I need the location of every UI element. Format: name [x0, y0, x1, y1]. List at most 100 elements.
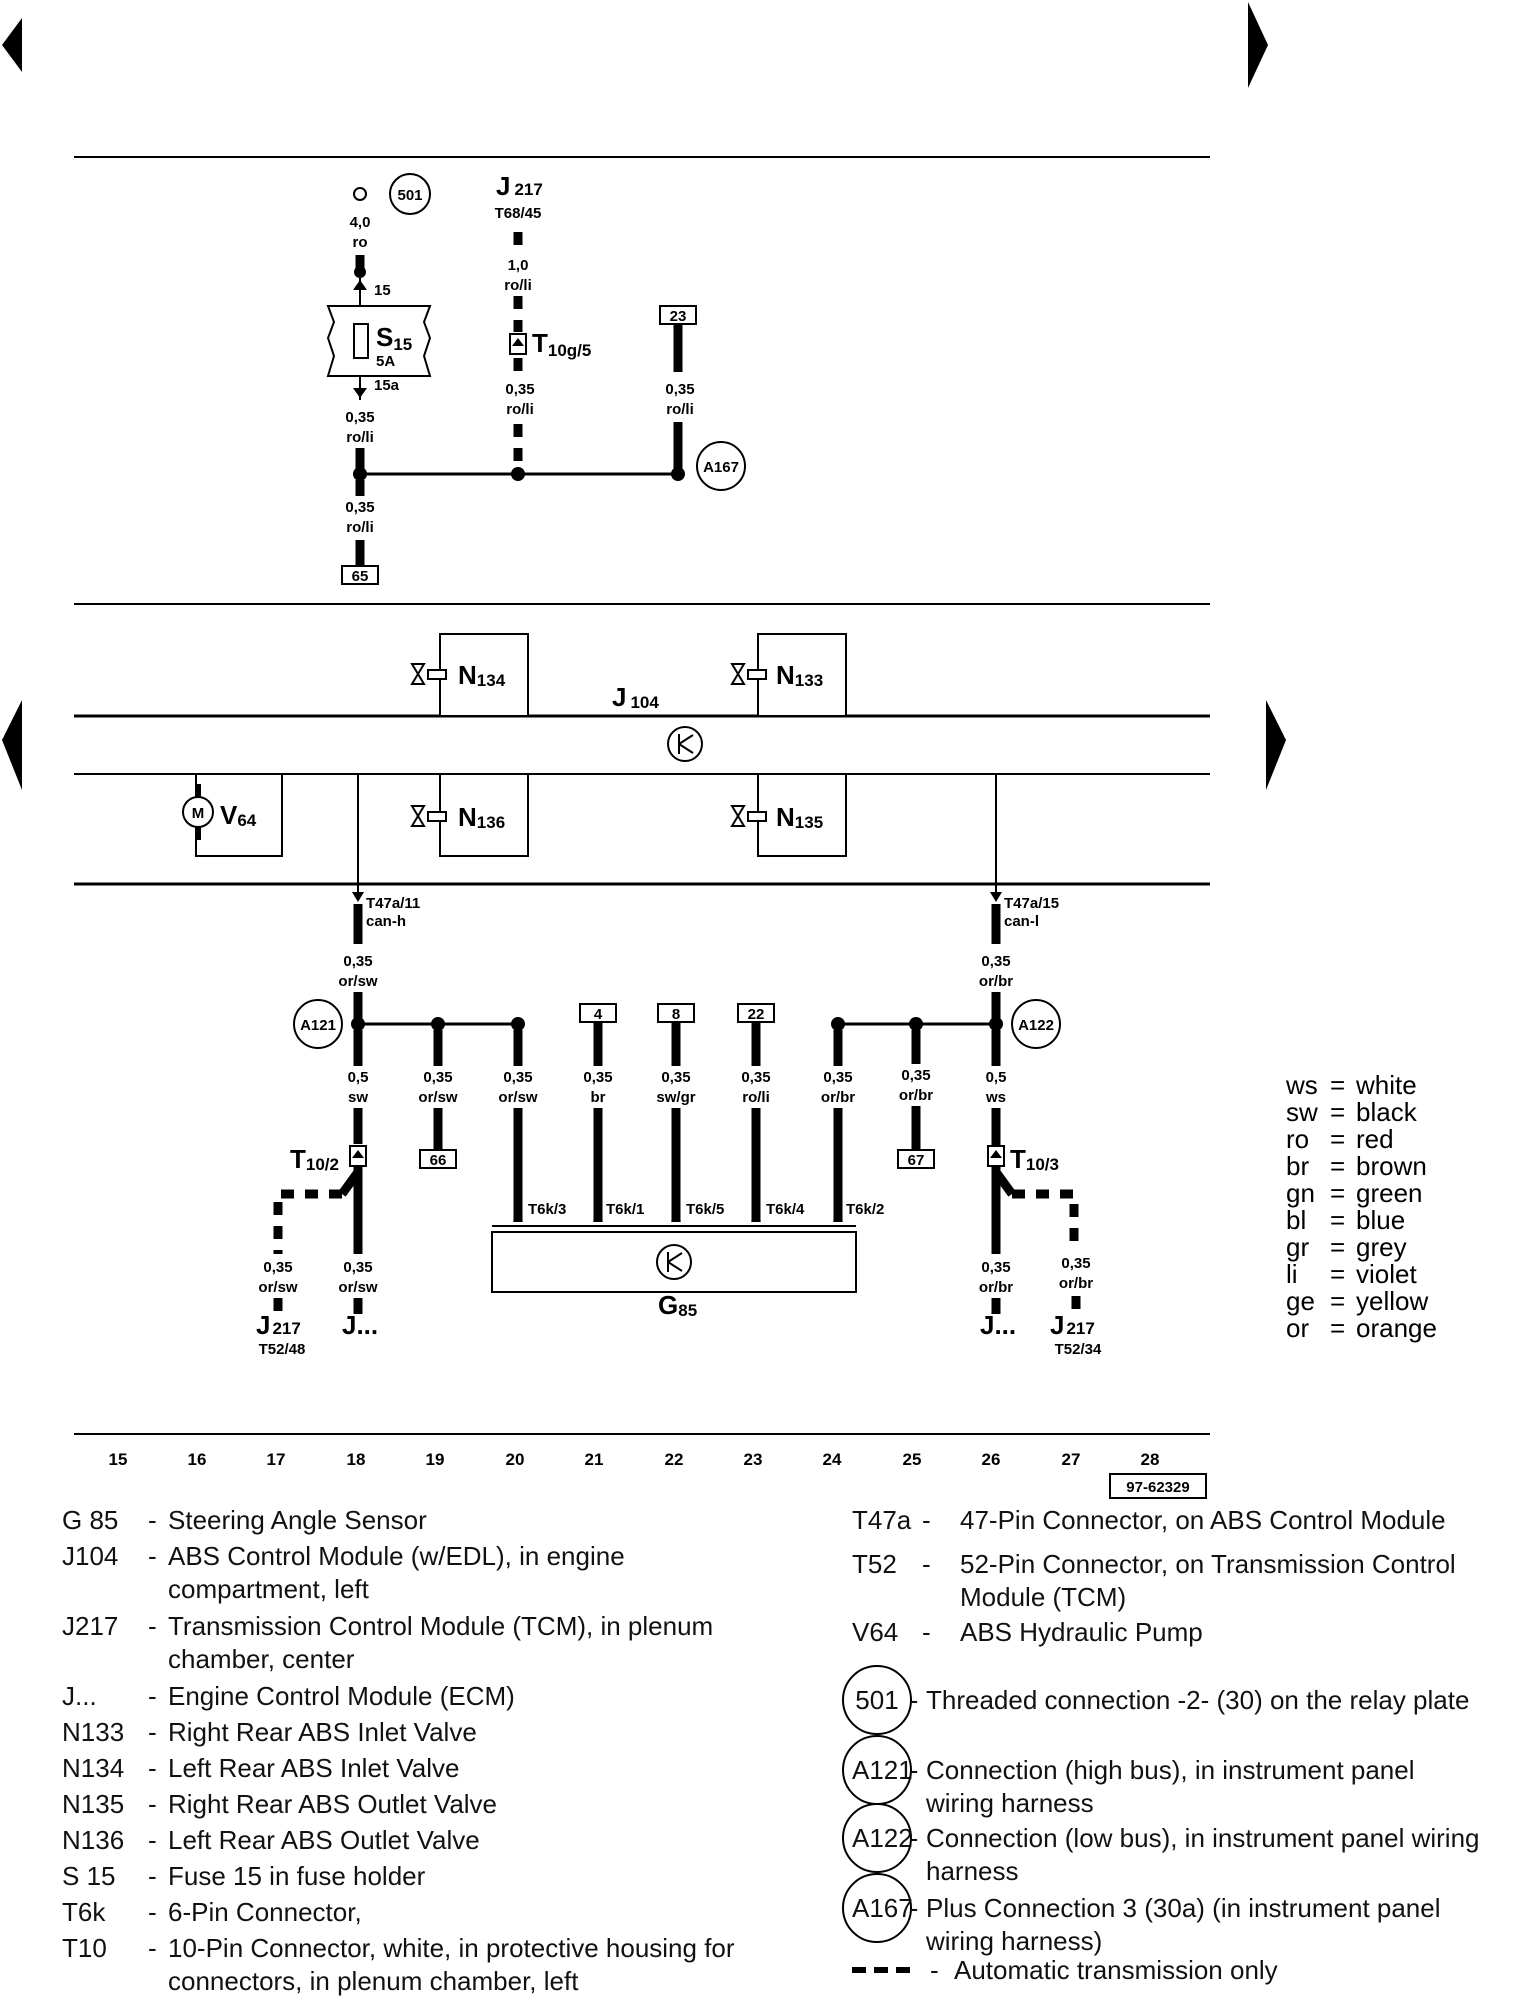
legend-item-j104: J104-ABS Control Module (w/EDL), in engi…	[62, 1541, 625, 1604]
bus-wire: 0,35 sw/gr	[656, 1022, 696, 1222]
svg-text:M: M	[192, 805, 205, 822]
legend-connection-a122: A122-Connection (low bus), in instrument…	[852, 1823, 1480, 1886]
document-id-box	[1109, 1473, 1207, 1499]
svg-text:16: 16	[188, 1450, 207, 1469]
bus-wire: 0,35 or/sw	[418, 1030, 458, 1150]
svg-text:21: 21	[585, 1450, 604, 1469]
j217-top-pin: T68/45	[495, 205, 542, 222]
legend-item-n135: N135-Right Rear ABS Outlet Valve	[62, 1789, 498, 1819]
svg-text:0,35: 0,35	[823, 1069, 852, 1086]
svg-text:0,35: 0,35	[741, 1069, 770, 1086]
reference-box-66	[419, 1149, 457, 1169]
legend-item-t47a: T47a-47-Pin Connector, on ABS Control Mo…	[852, 1505, 1446, 1535]
ecm-right-label: J...	[980, 1310, 1016, 1340]
next-page-arrow-mid[interactable]	[1266, 700, 1286, 790]
pin-arrow-icon	[352, 1150, 364, 1158]
pin-arrow-icon	[990, 892, 1002, 902]
wire-color: or/br	[979, 973, 1013, 990]
valve-n134-box	[439, 633, 529, 717]
next-page-arrow[interactable]	[1248, 2, 1268, 88]
wire-color: or/sw	[338, 973, 378, 990]
svg-text:or=orange: or=orange	[1286, 1313, 1437, 1343]
legend-circle-a167	[842, 1873, 912, 1943]
previous-page-arrow[interactable]	[2, 18, 22, 72]
g85-pin: T6k/2	[846, 1201, 884, 1218]
svg-text:li=violet: li=violet	[1286, 1259, 1417, 1289]
valve-n133-label: N133	[776, 660, 823, 690]
control-unit-icon	[656, 1244, 692, 1280]
motor-icon: M	[182, 784, 214, 840]
terminal-icon	[353, 187, 367, 201]
pump-v64-label: V64	[220, 800, 257, 830]
svg-text:br=brown: br=brown	[1286, 1151, 1427, 1181]
connection-501: 501	[389, 173, 431, 215]
svg-text:4: 4	[594, 1006, 603, 1023]
legend-item-n136: N136-Left Rear ABS Outlet Valve	[62, 1825, 480, 1855]
pin-arrow-icon	[353, 280, 367, 290]
svg-text:gr=grey: gr=grey	[1286, 1232, 1407, 1262]
svg-text:0,5: 0,5	[986, 1069, 1007, 1086]
previous-page-arrow-mid[interactable]	[2, 700, 22, 790]
legend-item-g85: G 85-Steering Angle Sensor	[62, 1505, 427, 1535]
wire-gauge: 0,35	[981, 1259, 1010, 1276]
j217-left-pin: T52/48	[259, 1341, 306, 1358]
fuse-terminal-out: 15a	[374, 377, 400, 394]
svg-text:bl=blue: bl=blue	[1286, 1205, 1405, 1235]
g85-label: G85	[658, 1290, 697, 1320]
svg-text:26: 26	[982, 1450, 1001, 1469]
wire-to-tcm-left-dashed	[273, 1189, 342, 1254]
wire-gauge: 0,35	[343, 953, 372, 970]
svg-text:A122: A122	[1018, 1017, 1054, 1034]
can-l-pin: T47a/15	[1004, 895, 1059, 912]
pin-arrow-icon	[352, 892, 364, 902]
wire-color: ro/li	[346, 519, 374, 536]
svg-text:23: 23	[670, 308, 687, 325]
wire-color: or/br	[979, 1279, 1013, 1296]
valve-n135-box	[757, 773, 847, 857]
wire-gauge: 0,35	[343, 1259, 372, 1276]
wire-color: or/sw	[338, 1279, 378, 1296]
svg-text:25: 25	[903, 1450, 922, 1469]
t10-3-label: T10/3	[1010, 1144, 1059, 1174]
svg-text:23: 23	[744, 1450, 763, 1469]
pin-arrow-icon	[990, 1150, 1002, 1158]
legend-item-t10: T10-10-Pin Connector, white, in protecti…	[62, 1933, 735, 1996]
svg-text:19: 19	[426, 1450, 445, 1469]
svg-text:sw=black: sw=black	[1286, 1097, 1418, 1127]
bus-wire: 0,35 or/br	[821, 1030, 855, 1222]
fuse-rating: 5A	[376, 353, 395, 370]
g85-pin: T6k/5	[686, 1201, 724, 1218]
legend-connection-a167: A167-Plus Connection 3 (30a) (in instrum…	[852, 1893, 1441, 1956]
svg-text:501: 501	[397, 187, 422, 204]
svg-text:A121: A121	[300, 1017, 336, 1034]
svg-text:sw/gr: sw/gr	[656, 1089, 695, 1106]
svg-text:22: 22	[665, 1450, 684, 1469]
wire-gauge: 0,35	[345, 499, 374, 516]
svg-text:ws: ws	[985, 1089, 1006, 1106]
pin-arrows	[513, 1214, 843, 1222]
svg-text:ro/li: ro/li	[742, 1089, 770, 1106]
legend-circle-501	[842, 1665, 912, 1735]
legend-dashed-note: -Automatic transmission only	[930, 1955, 1278, 1985]
wire-color: ro/li	[504, 277, 532, 294]
wire-gauge: 0,35	[263, 1259, 292, 1276]
svg-text:17: 17	[267, 1450, 286, 1469]
wire-color: ro/li	[666, 401, 694, 418]
wire-color: ro	[353, 234, 368, 251]
legend-item-j217: J217-Transmission Control Module (TCM), …	[62, 1611, 714, 1674]
svg-text:or/br: or/br	[899, 1087, 933, 1104]
legend-item-s15: S 15-Fuse 15 in fuse holder	[62, 1861, 426, 1891]
wire-split	[992, 1169, 1016, 1197]
bus-wire: 0,35 br	[583, 1022, 613, 1222]
fuse-icon	[353, 323, 369, 359]
bus-wire: 0,5 ws	[985, 1030, 1006, 1146]
j217-right-pin: T52/34	[1055, 1341, 1102, 1358]
legend-item-v64: V64-ABS Hydraulic Pump	[852, 1617, 1203, 1647]
pin-arrow-icon	[353, 388, 367, 398]
svg-text:0,35: 0,35	[503, 1069, 532, 1086]
svg-text:ws=white: ws=white	[1285, 1070, 1417, 1100]
valve-n133-icon	[730, 663, 767, 685]
svg-text:0,35: 0,35	[901, 1067, 930, 1084]
